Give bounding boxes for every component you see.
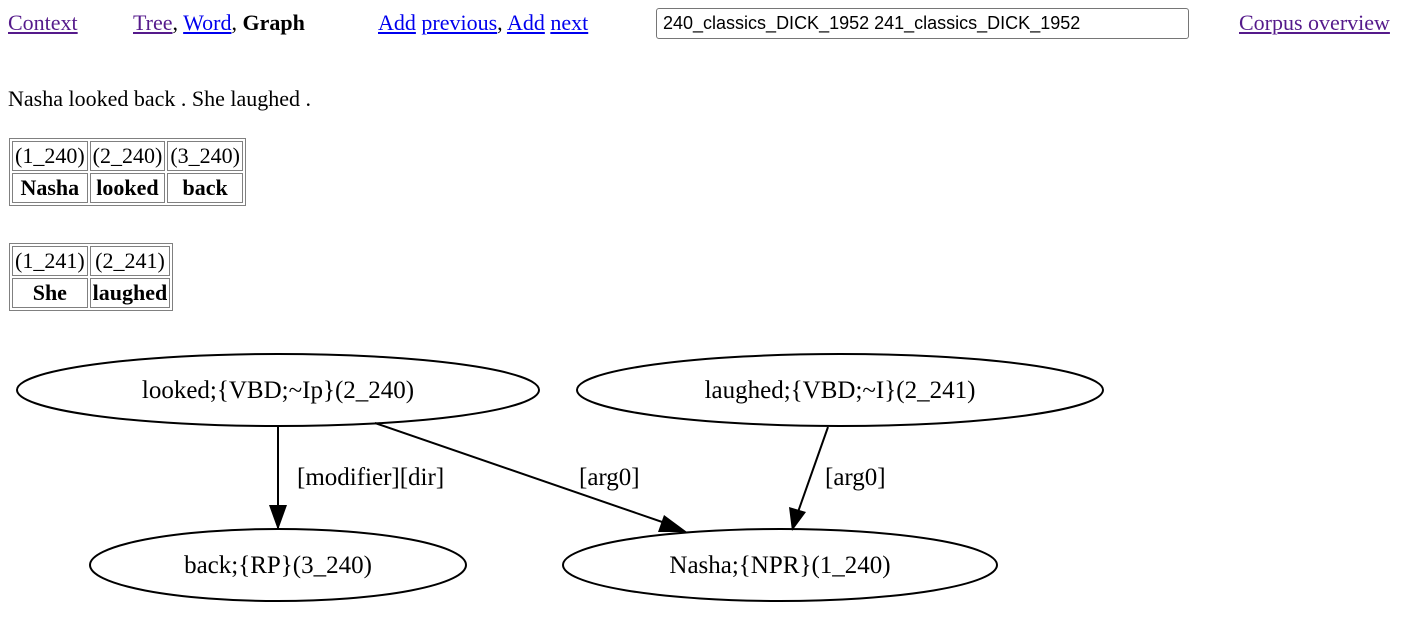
node-label: looked;{VBD;~Ip}(2_240) (142, 377, 414, 404)
edge-arrowhead (658, 515, 687, 532)
token-table-240: (1_240) (2_240) (3_240) Nasha looked bac… (9, 138, 246, 206)
token-word-row: She laughed (12, 278, 171, 308)
edge-label: [arg0] (579, 464, 640, 491)
view-mode-group: Tree, Word, Graph (133, 10, 305, 36)
separator: , (497, 10, 507, 35)
node-ellipse (89, 528, 467, 602)
token-word: laughed (89, 278, 171, 308)
graph-view-current: Graph (242, 10, 305, 35)
node-ellipse (16, 353, 540, 427)
token-id-row: (1_240) (2_240) (3_240) (12, 141, 243, 171)
tree-view-link[interactable]: Tree (133, 10, 173, 35)
token-id: (1_241) (12, 246, 88, 276)
separator: , (172, 10, 184, 35)
token-id: (2_240) (89, 141, 166, 171)
token-word-row: Nasha looked back (12, 173, 243, 203)
edge-arrowhead (789, 507, 806, 531)
edge-line (797, 426, 829, 513)
next-link[interactable]: next (550, 10, 589, 35)
node-ellipse (576, 353, 1104, 427)
add-sentence-group: Add previous, Add next (378, 10, 588, 36)
token-id: (2_241) (89, 246, 171, 276)
graph-node: Nasha;{NPR}(1_240) (562, 528, 998, 602)
token-table-241: (1_241) (2_241) She laughed (9, 243, 174, 311)
add-next-link[interactable]: Add (506, 10, 545, 35)
token-id: (1_240) (12, 141, 88, 171)
node-label: Nasha;{NPR}(1_240) (669, 552, 890, 579)
corpus-overview-link[interactable]: Corpus overview (1239, 10, 1390, 35)
context-link[interactable]: Context (8, 10, 78, 35)
graph-edge: [arg0] (789, 426, 886, 531)
dependency-graph: [modifier][dir] [arg0] [arg0] looked;{VB… (16, 353, 1104, 602)
graph-edge: [arg0] (374, 422, 687, 532)
graph-node: laughed;{VBD;~I}(2_241) (576, 353, 1104, 427)
edge-line (374, 422, 669, 525)
token-word: She (12, 278, 88, 308)
top-navigation: Context Tree, Word, Graph Add previous, … (8, 8, 1414, 40)
token-word: looked (89, 173, 166, 203)
token-word: back (167, 173, 243, 203)
edge-label: [arg0] (825, 464, 886, 491)
token-id: (3_240) (167, 141, 243, 171)
graph-node: back;{RP}(3_240) (89, 528, 467, 602)
sentence-text: Nasha looked back . She laughed . (8, 86, 312, 111)
edge-arrowhead (269, 505, 287, 530)
graph-edge: [modifier][dir] (269, 427, 444, 530)
edge-label: [modifier][dir] (297, 464, 444, 491)
graph-node: looked;{VBD;~Ip}(2_240) (16, 353, 540, 427)
node-label: back;{RP}(3_240) (184, 552, 372, 579)
node-label: laughed;{VBD;~I}(2_241) (705, 377, 976, 404)
previous-link[interactable]: previous (421, 10, 498, 35)
token-word: Nasha (12, 173, 88, 203)
word-view-link[interactable]: Word (183, 10, 232, 35)
sentence-ids-input[interactable] (656, 8, 1189, 39)
node-ellipse (562, 528, 998, 602)
add-previous-link[interactable]: Add (378, 10, 416, 35)
separator: , (231, 10, 243, 35)
token-id-row: (1_241) (2_241) (12, 246, 171, 276)
